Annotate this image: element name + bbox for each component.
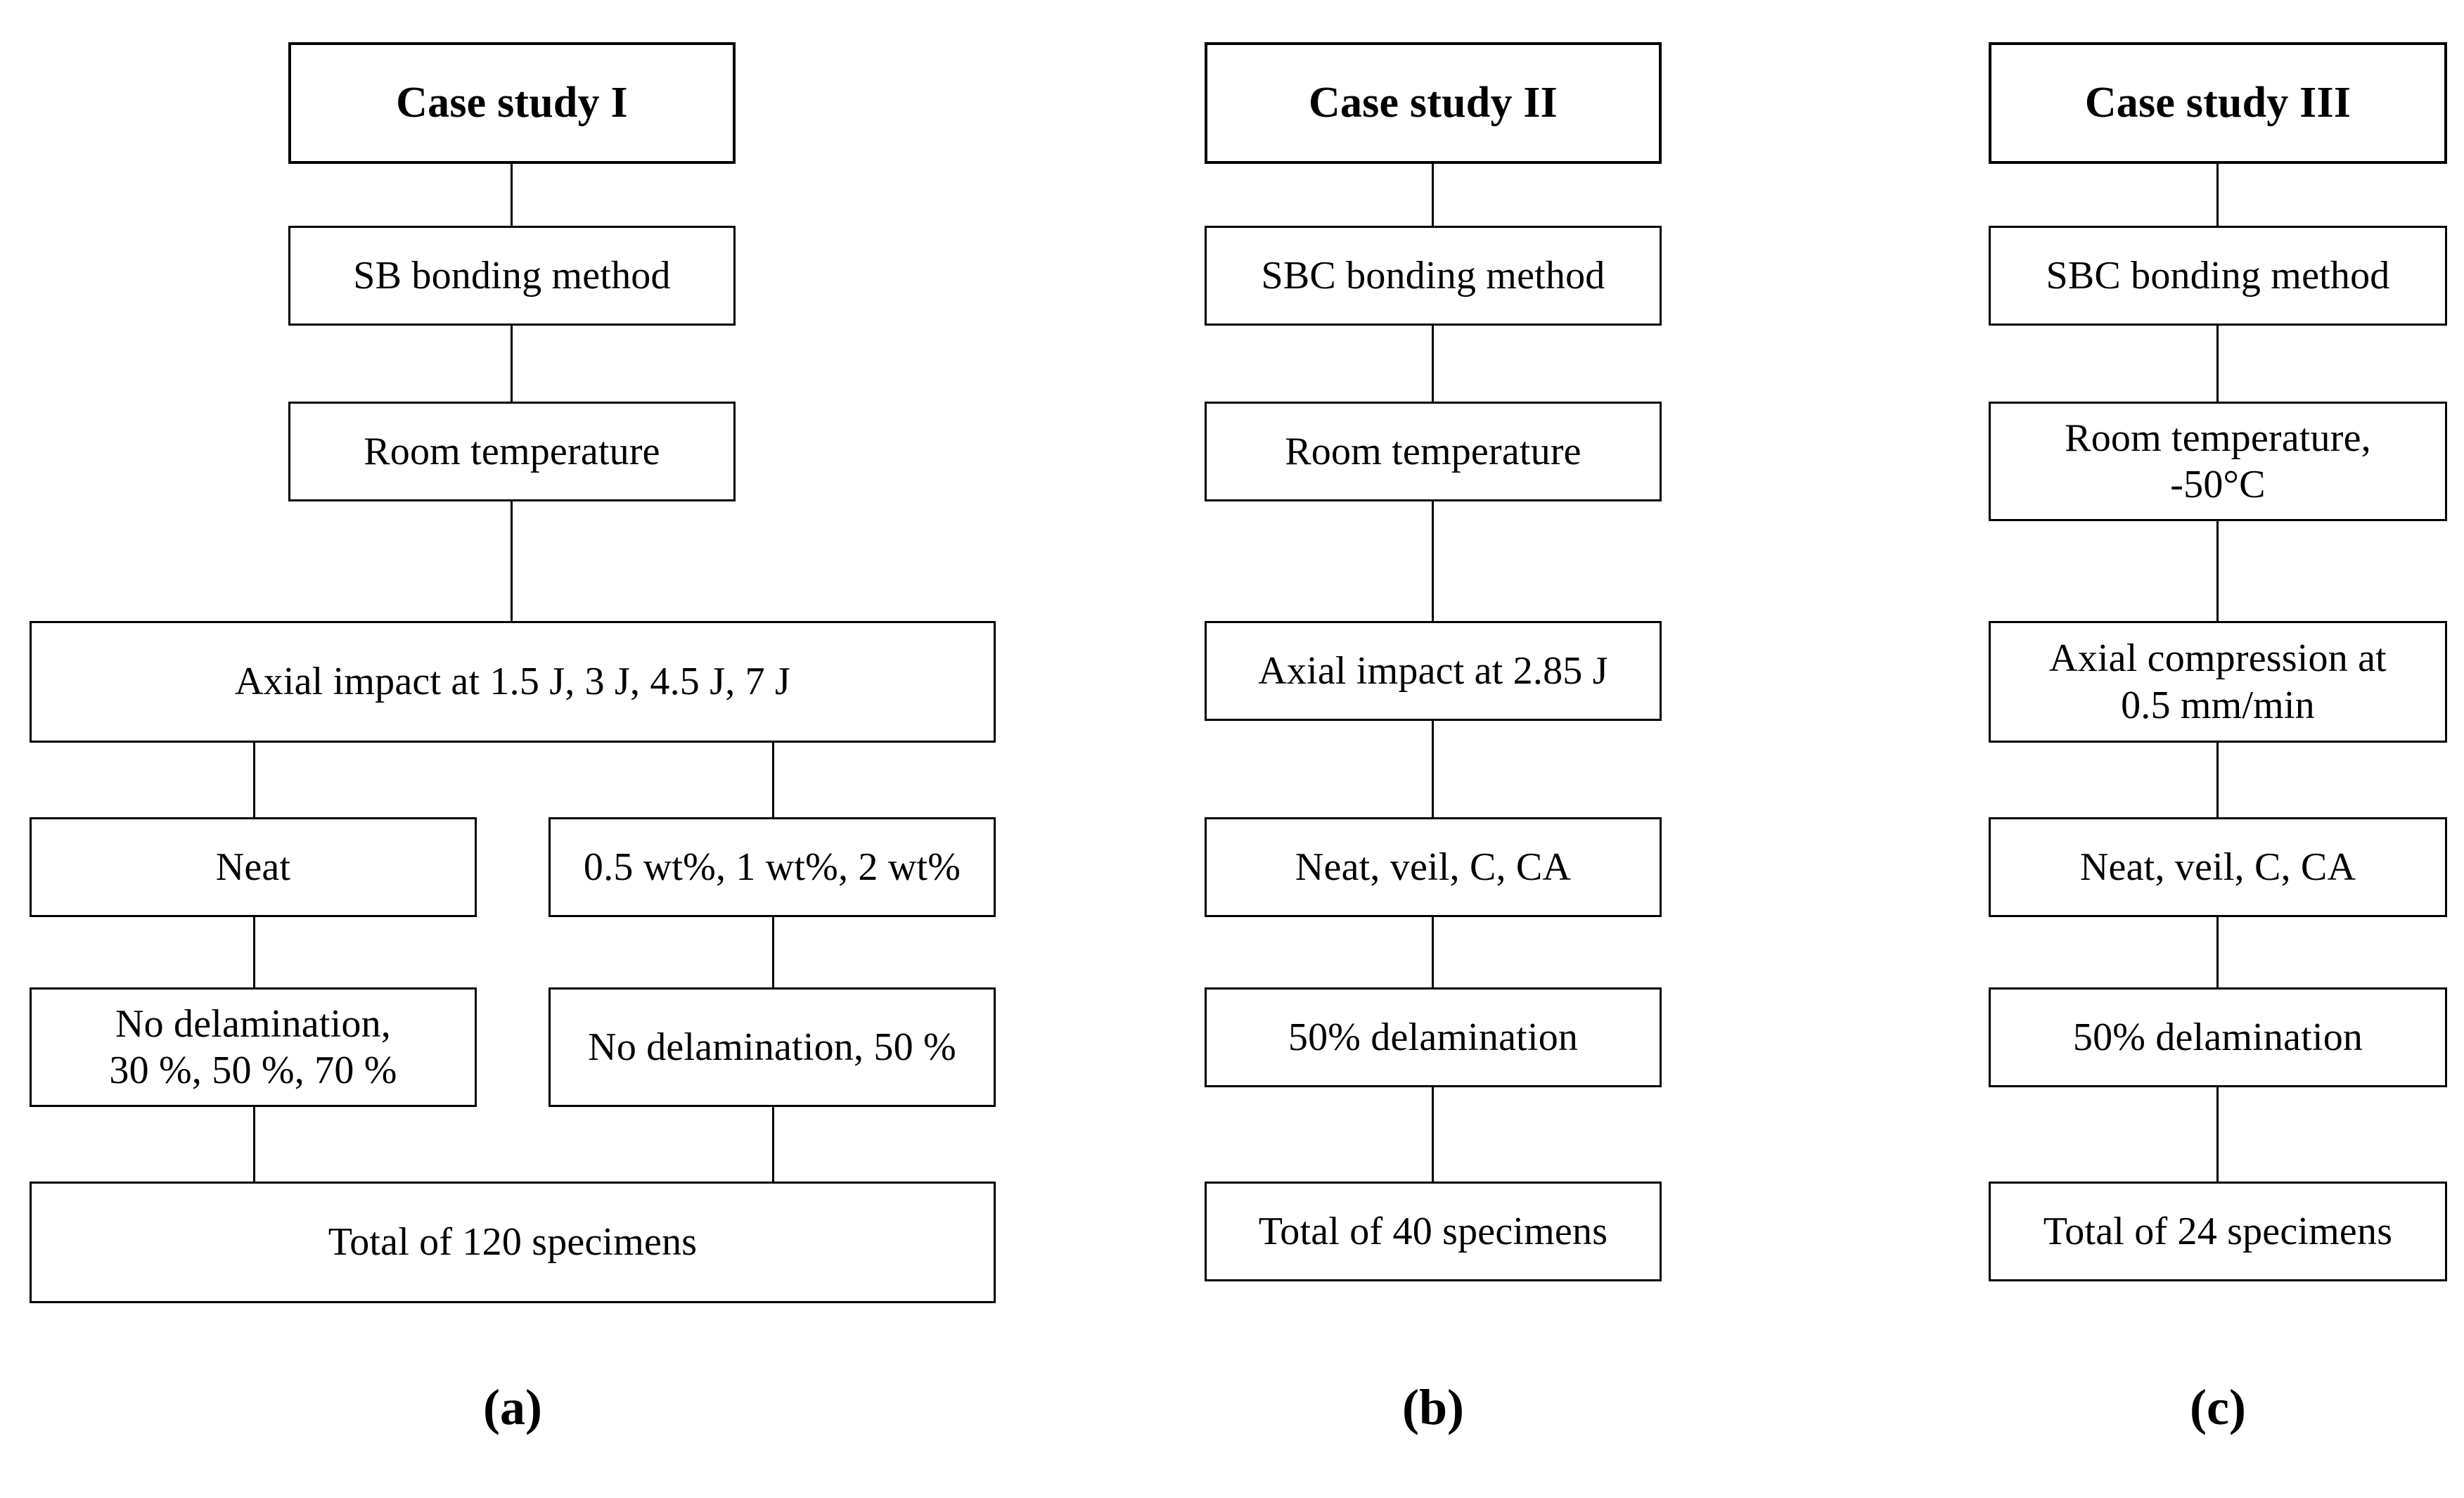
panel-a-branch-right-connector-total	[772, 1107, 774, 1182]
panel-c-connector-bonding-temperature	[2216, 326, 2219, 402]
panel-a-branch-left-damage-text: No delamination, 30 %, 50 %, 70 %	[109, 1001, 397, 1092]
panel-c-loading-box: Axial compression at 0.5 mm/min	[1989, 621, 2447, 743]
panel-a-branch-left-connector-damage	[253, 917, 255, 987]
panel-a-temperature-text: Room temperature	[364, 429, 660, 473]
panel-a-branch-right-material-text: 0.5 wt%, 1 wt%, 2 wt%	[583, 845, 961, 889]
panel-c-connector-material-damage	[2216, 917, 2219, 987]
panel-a-branch-left-connector-total	[253, 1107, 255, 1182]
panel-a-title-text: Case study I	[396, 78, 628, 127]
panel-c-material-text: Neat, veil, C, CA	[2079, 845, 2356, 889]
panel-c-damage-box: 50% delamination	[1989, 987, 2447, 1087]
panel-c-material-box: Neat, veil, C, CA	[1989, 817, 2447, 917]
panel-b-connector-material-damage	[1432, 917, 1434, 987]
panel-a-branch-right-connector	[772, 743, 774, 817]
panel-a-branch-left-damage-box: No delamination, 30 %, 50 %, 70 %	[30, 987, 477, 1107]
panel-a-branch-right-material-box: 0.5 wt%, 1 wt%, 2 wt%	[548, 817, 996, 917]
panel-b-caption: (b)	[1402, 1379, 1464, 1435]
panel-b-bonding-text: SBC bonding method	[1261, 253, 1605, 297]
panel-b-title-box: Case study II	[1205, 42, 1662, 164]
panel-b-connector-loading-material	[1432, 721, 1434, 817]
panel-c-caption: (c)	[2190, 1379, 2246, 1435]
panel-b-connector-damage-total	[1432, 1087, 1434, 1182]
panel-c-connector-loading-material	[2216, 743, 2219, 817]
panel-a-branch-right-damage-text: No delamination, 50 %	[588, 1025, 956, 1069]
panel-a-loading-box: Axial impact at 1.5 J, 3 J, 4.5 J, 7 J	[30, 621, 996, 743]
panel-a-connector-title-bonding	[511, 164, 513, 226]
panel-a-branch-left-material-box: Neat	[30, 817, 477, 917]
panel-b-total-box: Total of 40 specimens	[1205, 1182, 1662, 1281]
panel-c-damage-text: 50% delamination	[2072, 1015, 2363, 1059]
panel-b-connector-bonding-temperature	[1432, 326, 1434, 402]
panel-a-bonding-text: SB bonding method	[353, 253, 671, 297]
panel-b-material-text: Neat, veil, C, CA	[1295, 845, 1572, 889]
panel-c-temperature-box: Room temperature, -50°C	[1989, 402, 2447, 521]
panel-c-temperature-text: Room temperature, -50°C	[2065, 416, 2371, 506]
panel-a-connector-bonding-temperature	[511, 326, 513, 402]
panel-c-title-box: Case study III	[1989, 42, 2447, 164]
panel-a-branch-right-connector-damage	[772, 917, 774, 987]
panel-c-bonding-text: SBC bonding method	[2046, 253, 2390, 297]
panel-c-total-text: Total of 24 specimens	[2043, 1209, 2393, 1253]
panel-b-connector-temperature-loading	[1432, 501, 1434, 621]
panel-a-connector-temperature-loading	[511, 501, 513, 621]
panel-a-total-text: Total of 120 specimens	[328, 1220, 698, 1265]
panel-a-loading-text: Axial impact at 1.5 J, 3 J, 4.5 J, 7 J	[235, 660, 790, 704]
panel-b-loading-box: Axial impact at 2.85 J	[1205, 621, 1662, 721]
panel-a-branch-left-connector	[253, 743, 255, 817]
panel-c-bonding-box: SBC bonding method	[1989, 226, 2447, 326]
panel-b-temperature-box: Room temperature	[1205, 402, 1662, 501]
panel-a-title-box: Case study I	[288, 42, 736, 164]
panel-b-temperature-text: Room temperature	[1285, 429, 1581, 473]
panel-c-connector-title-bonding	[2216, 164, 2219, 226]
panel-a-temperature-box: Room temperature	[288, 402, 736, 501]
panel-b-total-text: Total of 40 specimens	[1258, 1209, 1608, 1253]
panel-b-damage-box: 50% delamination	[1205, 987, 1662, 1087]
panel-a-caption: (a)	[483, 1379, 542, 1435]
panel-b-damage-text: 50% delamination	[1288, 1015, 1579, 1059]
panel-c-total-box: Total of 24 specimens	[1989, 1182, 2447, 1281]
panel-b-connector-title-bonding	[1432, 164, 1434, 226]
panel-b-material-box: Neat, veil, C, CA	[1205, 817, 1662, 917]
panel-c-title-text: Case study III	[2084, 78, 2351, 127]
panel-a-branch-right-damage-box: No delamination, 50 %	[548, 987, 996, 1107]
panel-a-bonding-box: SB bonding method	[288, 226, 736, 326]
panel-a-total-box: Total of 120 specimens	[30, 1182, 996, 1303]
panel-b-title-text: Case study II	[1308, 78, 1558, 127]
panel-c-connector-temperature-loading	[2216, 521, 2219, 621]
panel-c-connector-damage-total	[2216, 1087, 2219, 1182]
panel-a-branch-left-material-text: Neat	[215, 845, 291, 889]
panel-b-bonding-box: SBC bonding method	[1205, 226, 1662, 326]
panel-c-loading-text: Axial compression at 0.5 mm/min	[2049, 636, 2387, 727]
panel-b-loading-text: Axial impact at 2.85 J	[1258, 648, 1608, 693]
